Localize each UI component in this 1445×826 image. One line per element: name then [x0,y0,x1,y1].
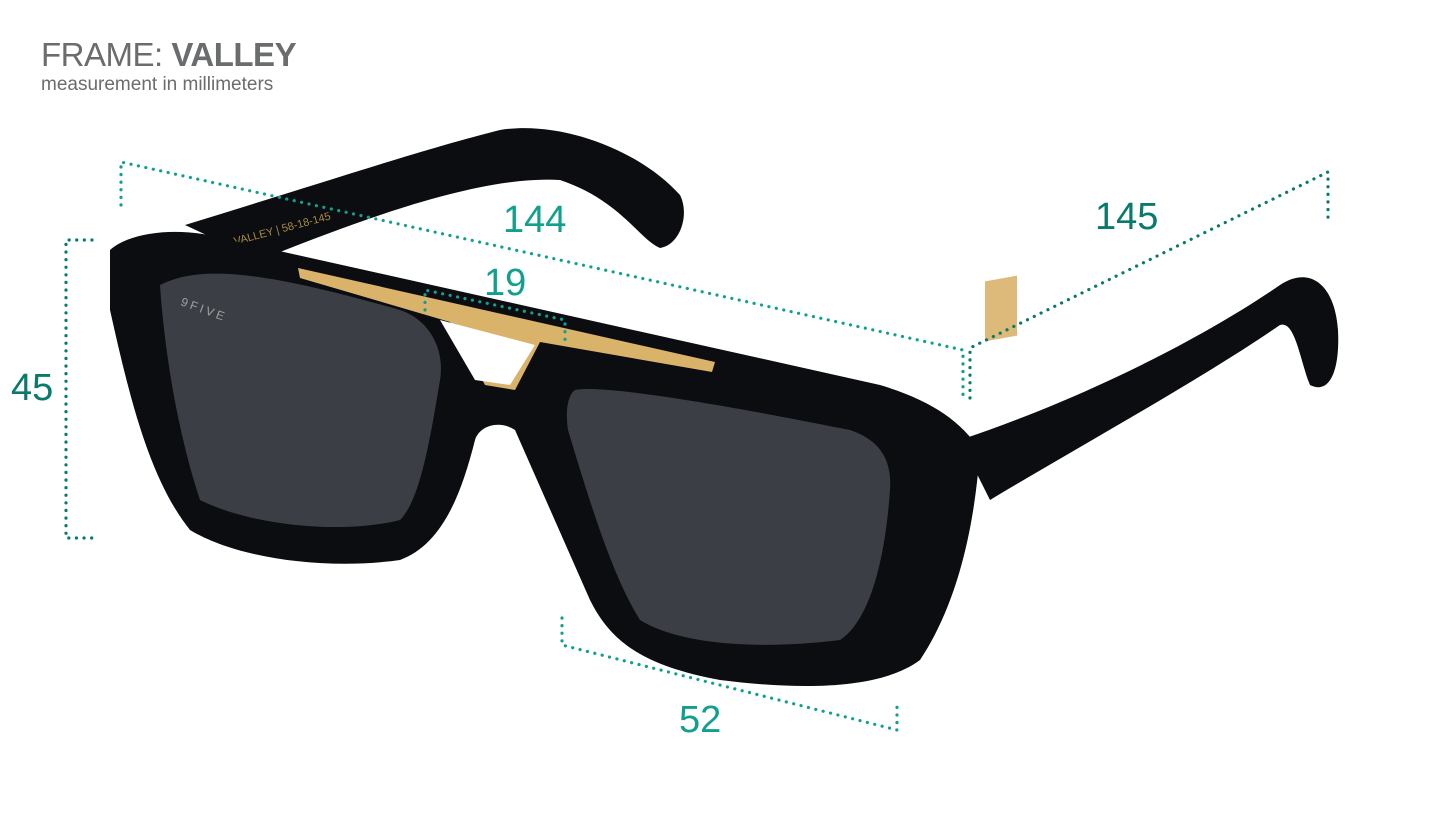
near-temple [960,277,1339,500]
left-lens [160,273,441,528]
far-temple [185,128,684,260]
dim-line-total-width [119,160,965,402]
dim-line-lens-width [560,616,899,733]
gold-brow-bar [298,268,715,390]
lens-width-label: 52 [679,699,722,741]
temple-length-label: 145 [1095,196,1159,238]
lens-height-label: 45 [11,367,54,409]
dim-line-temple-length [968,169,1330,400]
right-lens [566,389,891,645]
bridge-gap [440,320,535,385]
frame-label: FRAME: [41,36,163,73]
frame-name: VALLEY [171,36,297,73]
total-width-label: 144 [503,199,567,241]
dim-line-lens-height [64,238,94,540]
bridge-label: 19 [484,262,527,304]
hinge-plate [985,275,1017,342]
dim-line-bridge [423,288,567,347]
frame-title: FRAME: VALLEY [41,36,297,74]
units-subtitle: measurement in millimeters [41,74,274,95]
